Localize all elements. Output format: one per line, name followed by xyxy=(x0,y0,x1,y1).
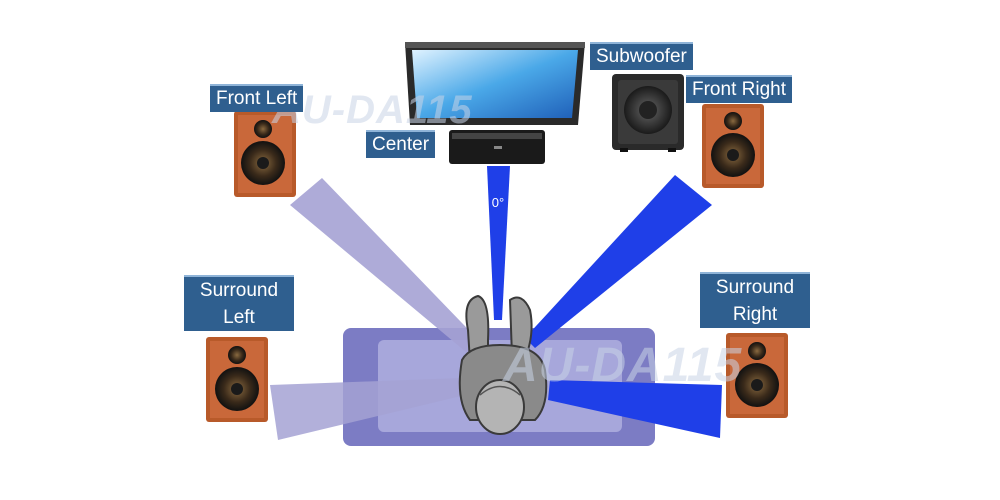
center-beam xyxy=(487,166,510,320)
front-right-beam xyxy=(525,175,712,348)
surround-left-line2: Left xyxy=(223,307,255,328)
center-label: Center xyxy=(366,130,436,158)
subwoofer-label: Subwoofer xyxy=(590,42,693,70)
surround-right-label: Surround Right xyxy=(700,272,810,328)
tv xyxy=(405,42,585,125)
listener xyxy=(458,294,548,435)
front-right-speaker xyxy=(702,104,764,188)
surround-left-line1: Surround xyxy=(199,280,279,301)
surround-left-beam xyxy=(270,378,465,440)
front-right-label: Front Right xyxy=(686,75,792,103)
subwoofer xyxy=(612,74,684,152)
subwoofer-label-text: Subwoofer xyxy=(596,46,687,67)
front-left-speaker xyxy=(234,111,296,197)
surround-right-beam xyxy=(548,380,722,438)
center-speaker xyxy=(449,130,545,164)
surround-left-speaker xyxy=(206,337,268,422)
watermark-bottom: AU-DA115 xyxy=(503,339,743,392)
angle-marker: 0° xyxy=(492,195,504,210)
center-label-text: Center xyxy=(372,134,430,155)
front-left-label: Front Left xyxy=(210,84,304,112)
front-right-label-text: Front Right xyxy=(692,79,786,100)
surround-right-line1: Surround xyxy=(715,277,795,298)
surround-left-label: Surround Left xyxy=(184,275,294,331)
surround-right-speaker xyxy=(726,333,788,418)
front-left-label-text: Front Left xyxy=(216,88,298,109)
watermark-top: AU-DA115 xyxy=(272,88,473,132)
surround-right-line2: Right xyxy=(732,304,778,325)
front-left-beam xyxy=(290,178,490,362)
